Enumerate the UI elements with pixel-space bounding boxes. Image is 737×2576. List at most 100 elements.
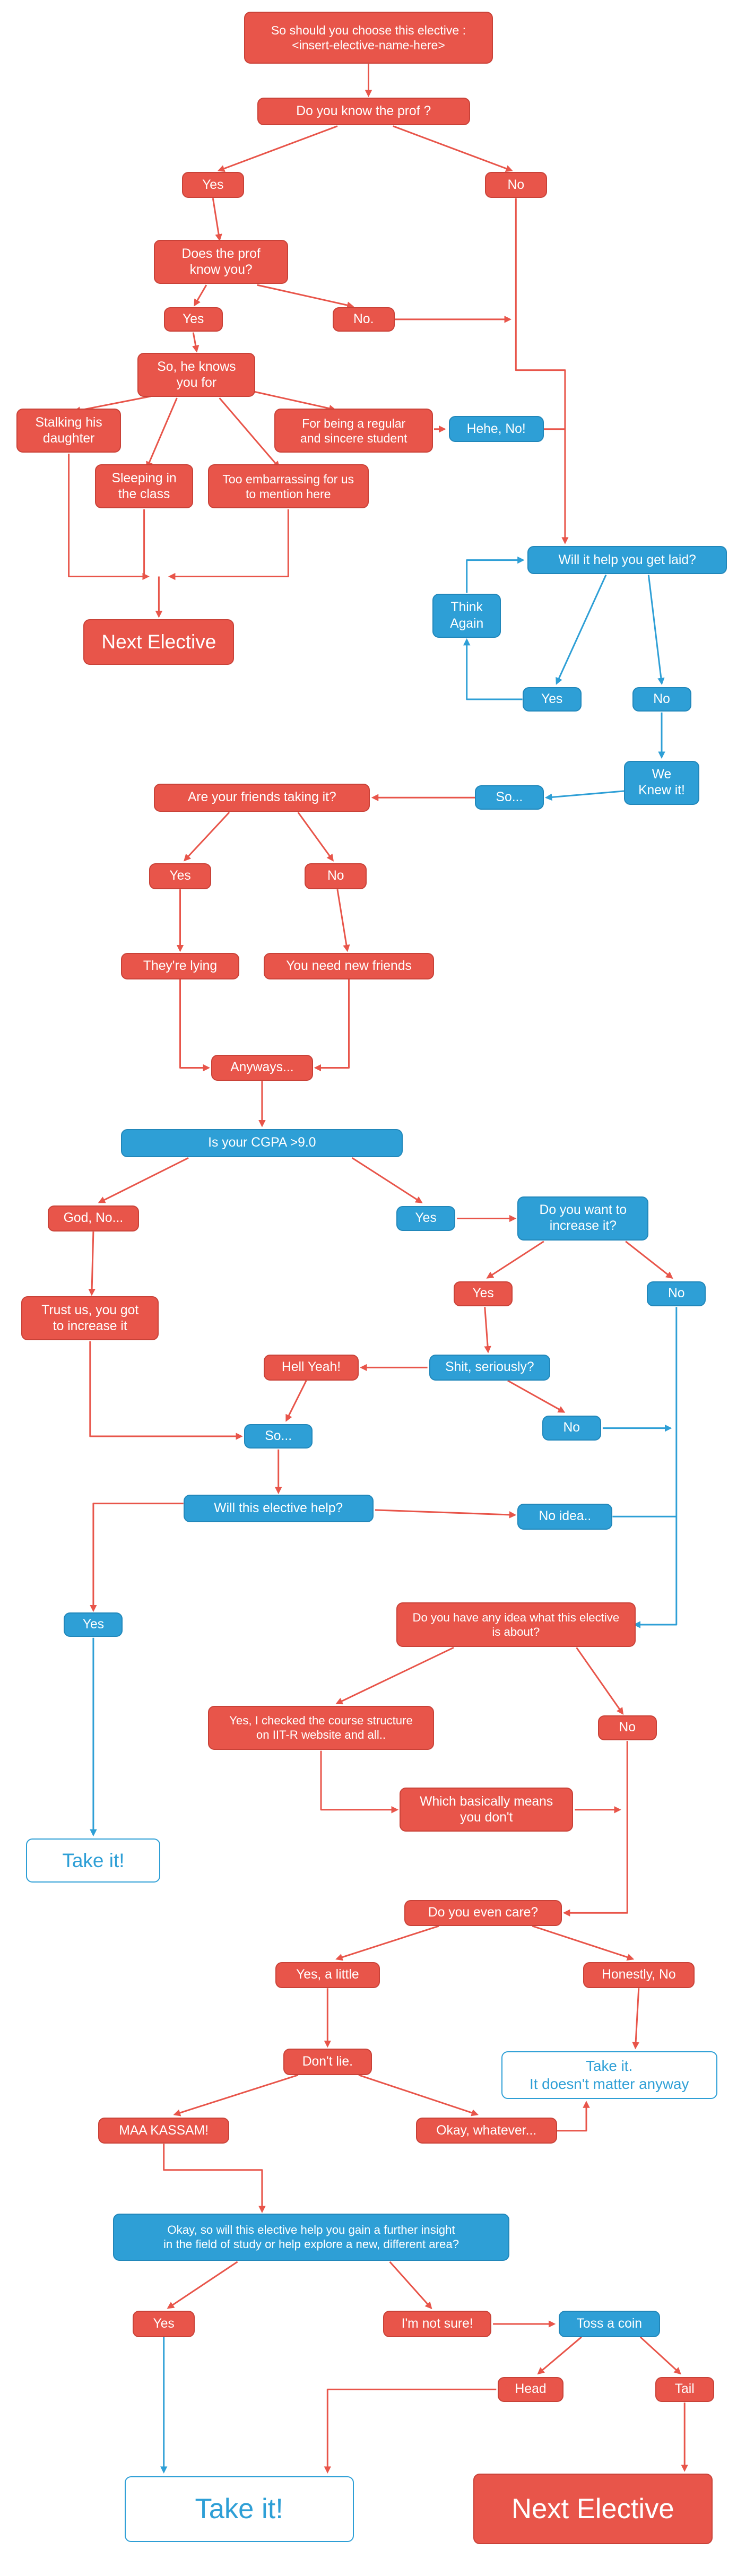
flow-node-no-laid: No [632,687,691,712]
flow-connector [324,2388,497,2474]
flow-node-no-shit: No [542,1416,601,1441]
flow-connector [507,1380,566,1413]
flow-connector [484,1307,491,1354]
flow-connector [393,125,513,172]
flow-node-dont-lie: Don't lie. [283,2049,372,2075]
flow-connector [389,2261,432,2310]
flow-connector [217,125,338,172]
flow-node-we-knew-it: We Knew it! [624,760,699,805]
flow-connector [179,979,211,1072]
flow-connector [335,1925,439,1961]
flow-connector [88,1231,96,1296]
flow-node-no-know-prof: No [484,172,547,198]
flow-node-cgpa: Is your CGPA >9.0 [121,1129,403,1157]
flow-node-so-1: So... [475,785,544,810]
flow-node-yes-prof-knows: Yes [163,307,223,332]
flow-node-god-no: God, No... [47,1205,140,1232]
flow-connector [167,2261,238,2309]
flow-node-no-friends: No [305,863,367,890]
flow-connector [463,638,523,700]
flow-connector [192,332,200,353]
flow-node-get-laid: Will it help you get laid? [527,546,727,574]
flow-node-take-it-final: Take it! [124,2476,354,2542]
flow-node-basically: Which basically means you don't [400,1788,574,1832]
flow-node-yes-friends: Yes [149,863,212,890]
flow-connector [625,1241,673,1279]
flow-connector [358,2074,479,2117]
flow-node-honestly-no: Honestly, No [583,1962,695,1989]
flow-node-next-elective-2: Next Elective [473,2474,713,2545]
flow-connector [89,1341,243,1440]
flow-node-tail: Tail [655,2377,714,2402]
flow-node-new-friends: You need new friends [264,953,434,979]
flow-connector [486,1241,544,1279]
flow-connector [168,509,289,580]
flow-node-so-2: So... [244,1424,313,1449]
flow-node-trust-us: Trust us, you got to increase it [21,1296,159,1341]
flow-node-friends-taking: Are your friends taking it? [154,784,370,812]
flow-connector [184,811,230,862]
flow-node-knows-you-for: So, he knows you for [137,353,256,397]
flow-connector [532,1925,635,1961]
flow-node-hehe-no: Hehe, No! [448,416,544,443]
flow-connector [68,454,150,580]
flow-node-elective-help: Will this elective help? [183,1494,374,1523]
flow-node-not-sure: I'm not sure! [383,2311,491,2337]
flow-connector [556,574,607,685]
flow-connector [146,397,178,469]
flow-connector [576,1647,624,1715]
flow-connector [90,1503,184,1612]
flow-connector [557,2101,590,2132]
flow-connector [194,284,207,307]
flow-node-yes-little: Yes, a little [275,1962,380,1989]
flow-connector [297,812,334,862]
flow-connector [335,1646,454,1705]
flow-node-big-question: Okay, so will this elective help you gai… [113,2213,509,2261]
flow-node-toss-coin: Toss a coin [558,2311,660,2337]
flow-node-anyways: Anyways... [211,1054,313,1081]
flow-node-no-idea: No idea.. [517,1503,613,1530]
flow-node-q-prof-know-you: Does the prof know you? [154,240,289,284]
flow-node-lying: They're lying [121,953,239,979]
flow-node-q-know-prof: Do you know the prof ? [257,97,470,126]
flow-connector [285,1380,307,1422]
flow-node-no-idea-about: No [597,1715,657,1740]
flow-node-shit-seriously: Shit, seriously? [429,1354,551,1381]
flow-connector [562,1741,628,1916]
flow-connector [173,2074,299,2117]
flow-connector [537,2336,582,2375]
flow-node-head: Head [498,2377,563,2402]
flow-node-next-elective-1: Next Elective [83,619,235,665]
flow-connector [633,1307,678,1628]
flow-connector [212,198,222,241]
flow-node-take-it-1: Take it! [26,1838,161,1883]
flow-node-sleeping: Sleeping in the class [95,464,194,509]
flow-connector [544,790,625,801]
flow-node-title: So should you choose this elective : <in… [244,11,493,64]
flow-connector [314,979,350,1072]
flow-node-yes-help: Yes [64,1612,123,1637]
flow-node-yes-know-prof: Yes [181,172,244,198]
flow-connector [466,556,525,593]
flow-node-okay-whatever: Okay, whatever... [416,2118,557,2144]
flow-node-any-idea: Do you have any idea what this elective … [396,1602,636,1647]
flow-node-stalking: Stalking his daughter [16,409,122,453]
flow-node-no-prof-knows: No. [332,307,395,332]
flow-node-checked: Yes, I checked the course structure on I… [208,1705,434,1750]
flow-node-yes-final: Yes [133,2311,195,2337]
flow-connector [219,397,280,469]
flow-connector [320,1750,399,1814]
flow-connector [351,1157,423,1203]
flow-node-maa-kassam: MAA KASSAM! [98,2118,230,2144]
flow-connector [98,1157,189,1203]
flow-connector [647,575,665,686]
flow-connector [257,284,354,309]
flow-node-increase: Do you want to increase it? [517,1196,649,1241]
flow-node-take-it-2: Take it. It doesn't matter anyway [501,2051,717,2099]
flow-connector [163,2144,266,2214]
flow-node-yes-increase: Yes [454,1281,513,1306]
flow-connector [245,389,336,412]
